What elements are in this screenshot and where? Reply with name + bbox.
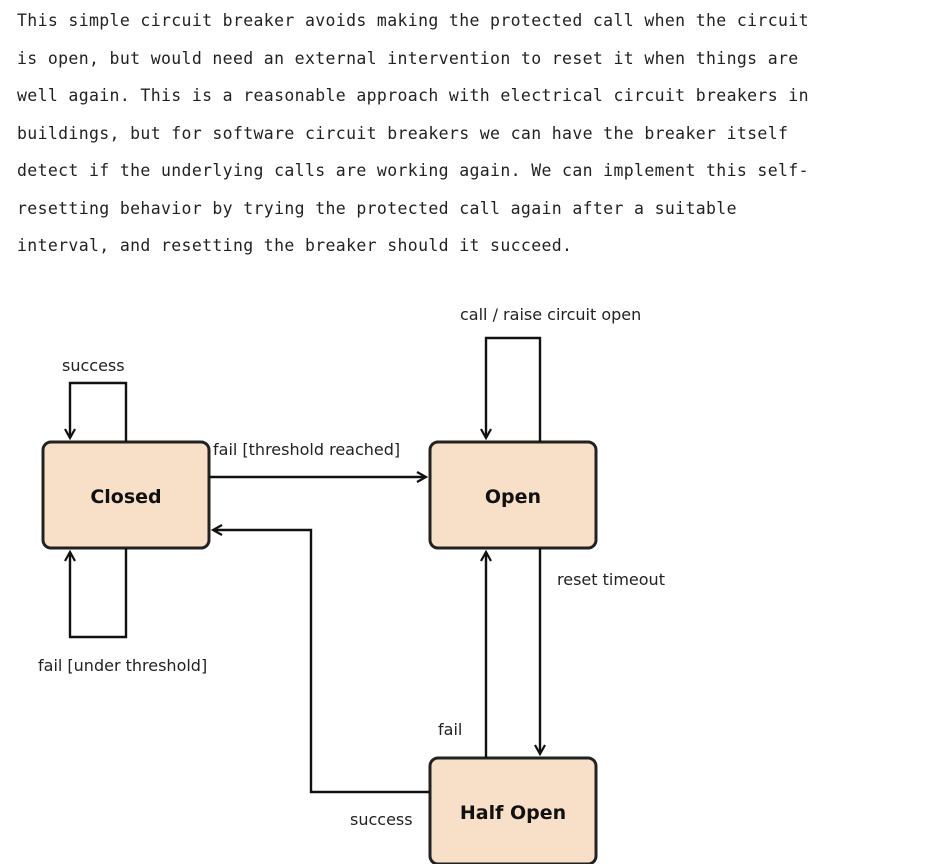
state-closed-label: Closed	[90, 486, 161, 508]
closed-fail-under-threshold-loop-label: fail [under threshold]	[38, 656, 207, 675]
open-to-half-open-label: reset timeout	[557, 570, 665, 589]
closed-success-loop-arrow	[70, 381, 128, 442]
closed-success-loop-label: success	[62, 356, 125, 375]
state-open: Open	[428, 440, 598, 550]
paragraph-line: This simple circuit breaker avoids makin…	[17, 11, 809, 30]
paragraph-line: is open, but would need an external inte…	[17, 48, 799, 68]
half-open-to-closed-arrow	[213, 530, 430, 794]
description-paragraph: This simple circuit breaker avoids makin…	[17, 2, 947, 265]
state-open-label: Open	[485, 486, 541, 508]
open-call-loop-label: call / raise circuit open	[460, 305, 641, 324]
state-closed: Closed	[41, 440, 211, 550]
open-call-loop-arrow	[486, 336, 542, 442]
half-open-to-closed-label: success	[350, 810, 413, 829]
half-open-to-open-label: fail	[438, 720, 462, 739]
closed-fail-under-threshold-loop-arrow	[70, 548, 128, 639]
paragraph-line: well again. This is a reasonable approac…	[17, 86, 809, 105]
paragraph-line: buildings, but for software circuit brea…	[17, 123, 789, 143]
paragraph-line: resetting behavior by trying the protect…	[17, 198, 737, 218]
paragraph-line: detect if the underlying calls are worki…	[17, 161, 809, 180]
state-half-open: Half Open	[428, 756, 598, 864]
closed-to-open-label: fail [threshold reached]	[213, 440, 400, 459]
paragraph-line: interval, and resetting the breaker shou…	[17, 236, 573, 255]
state-half-open-label: Half Open	[460, 802, 566, 824]
